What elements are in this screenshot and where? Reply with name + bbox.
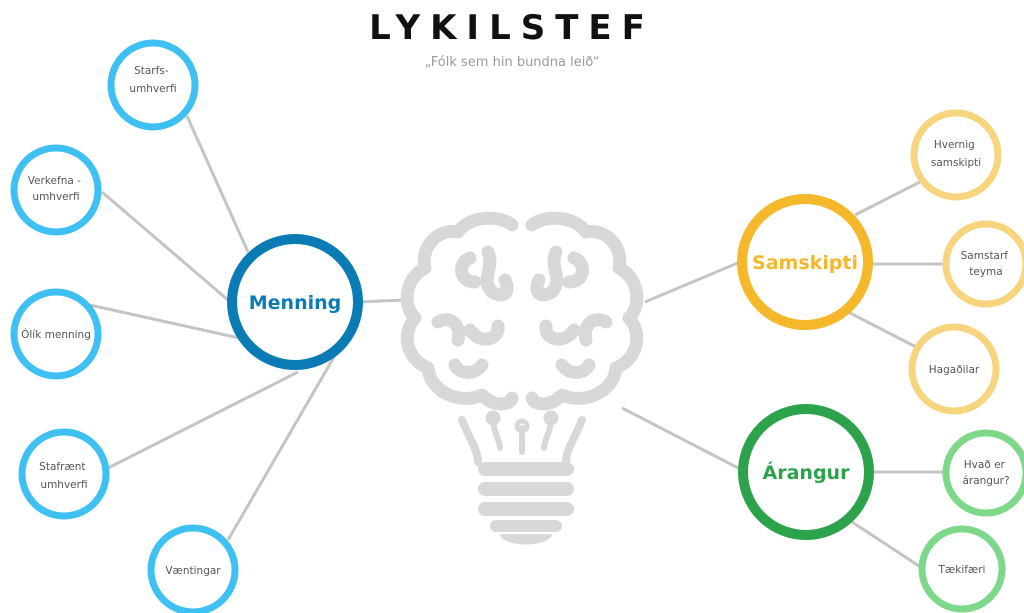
node-stafraent-umhverfi: Stafrænt umhverfi [18, 428, 110, 520]
page-subtitle: „Fólk sem hin bundna leið“ [424, 55, 600, 70]
node-stafraent-line1: Stafrænt [39, 461, 85, 473]
node-starfsumhverfi: Starfs- umhverfi [107, 39, 199, 131]
connector-menning-verkefna [101, 190, 229, 302]
node-vaentingar-line1: Væntingar [165, 565, 221, 577]
node-hagadilar: Hagaðilar [908, 323, 1000, 415]
hub-arangur-label: Árangur [763, 461, 851, 484]
page-title: LYKILSTEF [369, 8, 655, 48]
connector-arangur-taekifaeri [851, 520, 923, 570]
svg-text:Verkefna - umhverfi: Verkefna - umhverfi [28, 175, 85, 203]
svg-text:Samstarf teyma: Samstarf teyma [961, 250, 1012, 278]
svg-text:Hvernig samskipti: Hvernig samskipti [931, 139, 981, 169]
brain-lightbulb-icon [400, 211, 644, 466]
node-starfsumhverfi-line1: Starfs- [134, 65, 169, 77]
node-verkefnaumhverfi: Verkefna - umhverfi [10, 144, 102, 236]
node-stafraent-line2: umhverfi [40, 479, 87, 491]
connector-menning-olik [89, 303, 249, 342]
node-verkefnaumhverfi-line2: umhverfi [32, 191, 79, 203]
hub-arangur: Árangur [738, 404, 874, 540]
node-olik-menning-line1: Ólík menning [21, 328, 91, 341]
node-samstarf-teyma: Samstarf teyma [942, 220, 1024, 308]
node-hagadilar-line1: Hagaðilar [929, 364, 980, 376]
node-samstarf-line1: Samstarf [961, 250, 1009, 262]
node-hvernig-samskipti: Hvernig samskipti [910, 109, 1002, 201]
node-vaentingar: Væntingar [147, 524, 239, 613]
svg-text:Væntingar: Væntingar [165, 565, 221, 577]
node-hvad-er-line2: árangur? [962, 475, 1009, 487]
node-hvad-er-line1: Hvað er [964, 459, 1006, 471]
svg-text:Stafrænt umhverfi: Stafrænt umhverfi [39, 461, 89, 491]
svg-text:Hvað er árangur?: Hvað er árangur? [962, 459, 1009, 487]
hub-menning: Menning [227, 234, 363, 370]
hub-menning-label: Menning [249, 292, 342, 314]
node-taekifaeri-line1: Tækifæri [938, 564, 986, 576]
connector-center-samskipti [644, 260, 741, 304]
node-hvad-er-arangur: Hvað er árangur? [942, 429, 1024, 517]
lightbulb-base-icon [478, 462, 574, 545]
connectors [89, 115, 946, 570]
svg-text:Ólík menning: Ólík menning [21, 328, 91, 341]
connector-menning-center [357, 298, 406, 304]
node-taekifaeri: Tækifæri [918, 525, 1006, 613]
node-olik-menning: Ólík menning [10, 288, 102, 380]
connector-menning-stafraent [107, 370, 299, 470]
hub-samskipti: Samskipti [737, 194, 873, 330]
node-samstarf-line2: teyma [969, 266, 1002, 278]
node-hvernig-line1: Hvernig [934, 139, 975, 151]
hub-samskipti-label: Samskipti [752, 252, 858, 274]
connector-center-arangur [621, 406, 743, 472]
node-hvernig-line2: samskipti [931, 157, 981, 169]
connector-menning-vaentingar [226, 337, 347, 541]
node-verkefnaumhverfi-line1: Verkefna - [28, 175, 81, 187]
connector-samskipti-hagadilar [847, 310, 919, 350]
node-starfsumhverfi-line2: umhverfi [129, 83, 176, 95]
svg-text:Hagaðilar: Hagaðilar [929, 364, 980, 376]
svg-text:Tækifæri: Tækifæri [938, 564, 986, 576]
connector-samskipti-hvernig [854, 180, 921, 217]
svg-text:Starfs- umhverfi: Starfs- umhverfi [129, 65, 176, 95]
connector-menning-starfs [185, 115, 250, 253]
